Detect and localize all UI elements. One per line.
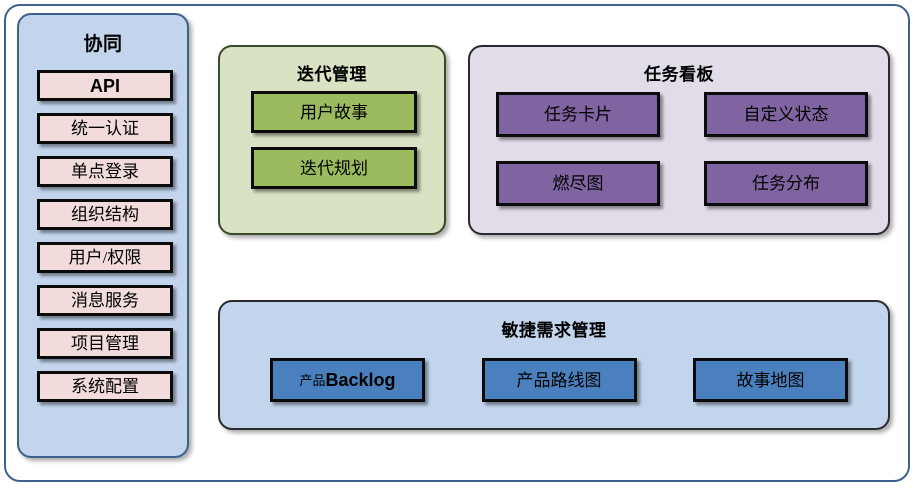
panel-collaboration-title: 协同 <box>83 34 123 55</box>
sidebar-item-unified-auth[interactable]: 统一认证 <box>37 113 173 144</box>
panel-iteration-management-title: 迭代管理 <box>297 65 367 84</box>
task-board-item-grid: 任务卡片 自定义状态 燃尽图 任务分布 <box>496 92 868 206</box>
panel-agile-requirement-management-title: 敏捷需求管理 <box>501 321 607 340</box>
sidebar-item-message-service[interactable]: 消息服务 <box>37 285 173 316</box>
panel-task-board-title: 任务看板 <box>644 65 714 84</box>
panel-collaboration[interactable]: 协同 API 统一认证 单点登录 组织结构 用户/权限 消息服务 项目管理 系统… <box>17 13 189 458</box>
agile-item-product-backlog-latin: Backlog <box>325 370 396 390</box>
iteration-item-list: 用户故事 迭代规划 <box>251 91 417 203</box>
agile-item-product-roadmap[interactable]: 产品路线图 <box>481 358 637 402</box>
sidebar-item-user-permission[interactable]: 用户/权限 <box>37 242 173 273</box>
sidebar-item-api[interactable]: API <box>37 70 173 101</box>
task-board-item-task-distribution[interactable]: 任务分布 <box>704 161 868 206</box>
task-board-item-burndown-chart[interactable]: 燃尽图 <box>496 161 660 206</box>
task-board-item-task-card[interactable]: 任务卡片 <box>496 92 660 137</box>
iteration-item-user-story[interactable]: 用户故事 <box>251 91 417 133</box>
sidebar-item-single-sign-on[interactable]: 单点登录 <box>37 156 173 187</box>
task-board-item-custom-status[interactable]: 自定义状态 <box>704 92 868 137</box>
sidebar-item-org-structure[interactable]: 组织结构 <box>37 199 173 230</box>
collaboration-item-list: API 统一认证 单点登录 组织结构 用户/权限 消息服务 项目管理 系统配置 <box>37 70 173 414</box>
panel-task-board[interactable]: 任务看板 任务卡片 自定义状态 燃尽图 任务分布 <box>468 45 890 235</box>
sidebar-item-system-config[interactable]: 系统配置 <box>37 371 173 402</box>
iteration-item-iteration-plan[interactable]: 迭代规划 <box>251 147 417 189</box>
sidebar-item-project-management[interactable]: 项目管理 <box>37 328 173 359</box>
agile-item-product-backlog-zh: 产品 <box>299 372 326 388</box>
agile-item-story-map[interactable]: 故事地图 <box>693 358 848 402</box>
panel-iteration-management[interactable]: 迭代管理 用户故事 迭代规划 <box>218 45 446 235</box>
